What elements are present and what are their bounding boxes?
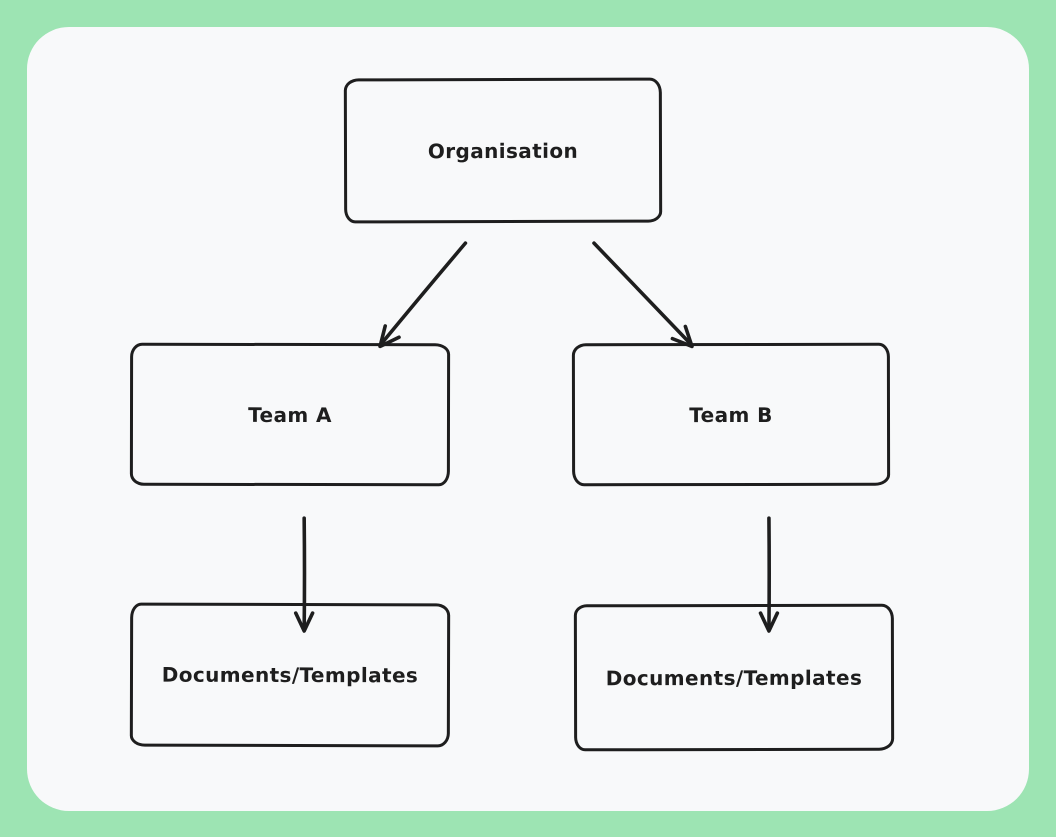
node-team-a-label: Team A <box>248 402 332 427</box>
edges-layer <box>293 241 780 633</box>
node-organisation[interactable]: Organisation <box>343 77 663 224</box>
edge-organisation-team-b[interactable] <box>592 241 694 349</box>
edge-team-b-documents[interactable] <box>758 516 780 633</box>
node-documents-b[interactable]: Documents/Templates <box>573 603 895 752</box>
edge-team-a-documents[interactable] <box>293 516 315 633</box>
node-team-a[interactable]: Team A <box>129 342 451 487</box>
diagram-canvas[interactable]: Organisation Team A Team B Documents/Tem… <box>27 27 1029 811</box>
edge-organisation-team-a[interactable] <box>378 241 468 349</box>
node-team-b[interactable]: Team B <box>571 342 891 487</box>
node-organisation-label: Organisation <box>427 138 579 163</box>
node-documents-a-label: Documents/Templates <box>161 662 419 688</box>
node-team-b-label: Team B <box>689 402 773 427</box>
node-documents-a[interactable]: Documents/Templates <box>129 602 451 748</box>
node-documents-b-label: Documents/Templates <box>605 665 863 690</box>
